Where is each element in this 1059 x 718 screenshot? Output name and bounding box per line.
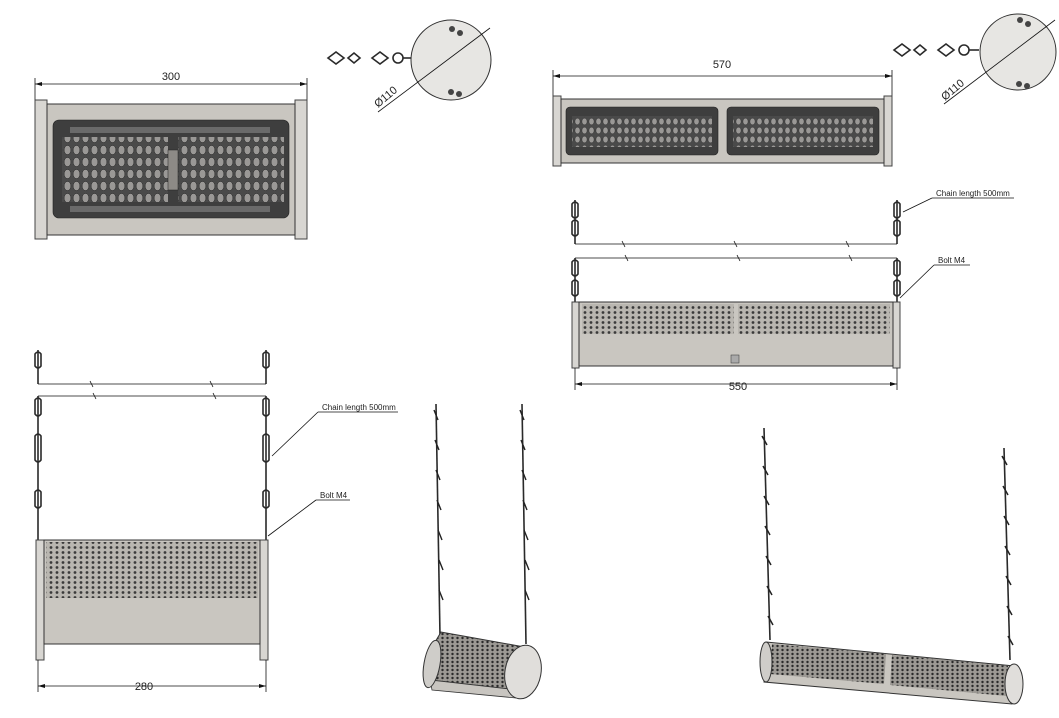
end-disc	[504, 644, 542, 700]
arrowhead	[38, 684, 45, 688]
arrowhead	[553, 74, 560, 78]
perspective-view-small	[422, 403, 542, 700]
side-view-large: Chain length 500mm Bolt M4 550	[571, 189, 1014, 393]
perforated-grille-right	[890, 655, 1008, 696]
arrowhead	[890, 382, 897, 386]
panel-slot-top	[70, 127, 270, 133]
chain-leader	[902, 197, 933, 213]
chain-left	[571, 200, 579, 302]
break-marks	[621, 240, 853, 262]
bolt-note: Bolt M4	[938, 256, 966, 265]
screw	[1017, 17, 1023, 23]
diameter-leader	[943, 19, 1056, 105]
chain-right	[521, 403, 527, 645]
perforated-grille	[46, 542, 258, 598]
bolt-note: Bolt M4	[320, 491, 348, 500]
arrowhead	[35, 82, 42, 86]
width-dimension-label: 570	[713, 59, 731, 71]
perspective-view-large	[759, 427, 1024, 705]
chain-left	[435, 403, 441, 637]
end-cap-left	[571, 301, 580, 369]
end-cap-left	[34, 99, 48, 240]
hanging-hook-icon	[892, 43, 979, 57]
end-cap	[759, 641, 773, 683]
screw	[449, 26, 455, 32]
chain-links-left	[433, 409, 444, 601]
end-view-small: Ø110	[326, 19, 492, 113]
arrowhead	[300, 82, 307, 86]
end-cap-right	[892, 301, 901, 369]
chain-links-right	[519, 409, 530, 601]
end-view-large: Ø110	[892, 13, 1057, 105]
arrowhead	[259, 684, 266, 688]
chain-right	[893, 200, 901, 302]
width-dimension-label: 300	[162, 71, 180, 83]
center-divider	[167, 149, 179, 191]
end-cap-left	[35, 539, 45, 661]
chain-length-note: Chain length 500mm	[322, 403, 396, 412]
led-array-right	[178, 137, 284, 202]
chain-left	[34, 350, 42, 540]
top-view-small: 300	[34, 71, 308, 240]
end-disc	[1004, 663, 1024, 705]
screw	[448, 89, 454, 95]
panel-slot-bottom	[70, 206, 270, 212]
side-view-small: Chain length 500mm Bolt M4 280	[34, 350, 398, 693]
chain-links-right	[1001, 455, 1014, 646]
chain-left	[763, 427, 771, 641]
led-array-left	[572, 116, 712, 147]
cable-gland	[730, 354, 740, 364]
top-view-large: 570	[552, 59, 893, 167]
screw	[1024, 83, 1030, 89]
screw	[1025, 21, 1031, 27]
perforated-grille-right	[738, 304, 890, 334]
diameter-leader	[377, 27, 491, 113]
screw	[456, 91, 462, 97]
width-dimension-label: 550	[729, 381, 747, 393]
hanging-hook-icon	[326, 51, 411, 65]
chain-right	[1003, 447, 1011, 661]
led-array-left	[62, 137, 168, 202]
end-cap-right	[259, 539, 269, 661]
break-marks	[89, 380, 217, 400]
end-cap-left	[552, 95, 562, 167]
perforated-grille-left	[582, 304, 734, 334]
chain-right	[262, 350, 270, 540]
end-cap	[422, 639, 442, 689]
diameter-label: Ø110	[939, 77, 967, 103]
end-disc	[410, 19, 492, 101]
chain-length-note: Chain length 500mm	[936, 189, 1010, 198]
width-dimension-label: 280	[135, 681, 153, 693]
bolt-leader	[267, 499, 317, 537]
screw	[1016, 81, 1022, 87]
end-disc	[979, 13, 1057, 91]
end-cap-right	[294, 99, 308, 240]
chain-links-left	[761, 435, 774, 626]
perforated-grille-left	[770, 644, 886, 684]
arrowhead	[575, 382, 582, 386]
chain-leader	[271, 411, 319, 457]
led-array-right	[733, 116, 873, 147]
bolt-leader	[899, 264, 935, 299]
end-cap-right	[883, 95, 893, 167]
arrowhead	[885, 74, 892, 78]
screw	[457, 30, 463, 36]
